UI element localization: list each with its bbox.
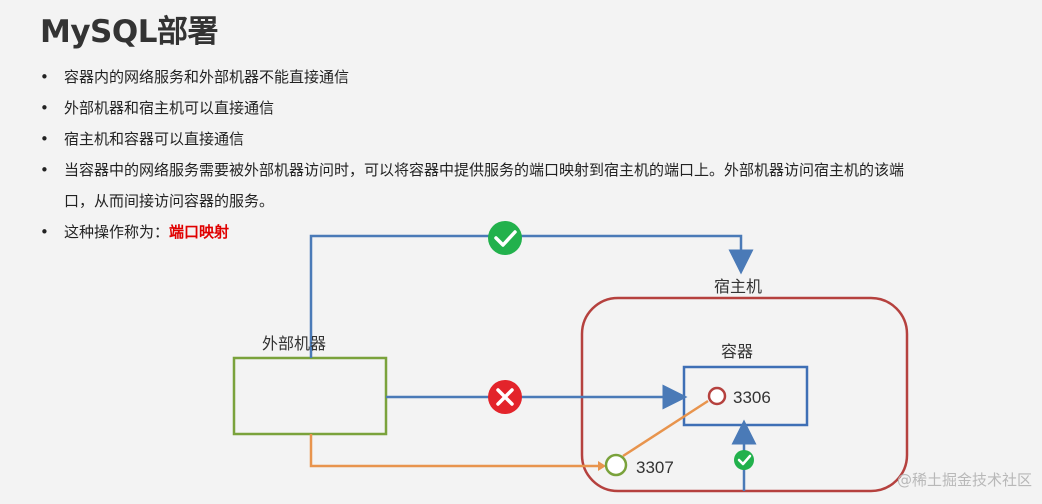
bullet-item: • 这种操作称为：端口映射 <box>38 217 918 248</box>
bullet-list: • 容器内的网络服务和外部机器不能直接通信 • 外部机器和宿主机可以直接通信 • 宿主… <box>38 62 918 248</box>
external-machine-box <box>232 356 388 436</box>
bullet-item: • 当容器中的网络服务需要被外部机器访问时，可以将容器中提供服务的端口映射到宿主机… <box>38 155 918 217</box>
container-port-label: 3306 <box>733 388 771 407</box>
bullet-dot: • <box>40 223 49 241</box>
external-machine-label: 外部机器 <box>262 334 327 353</box>
watermark: @稀土掘金技术社区 <box>896 471 1032 489</box>
bullet-text: 宿主机和容器可以直接通信 <box>64 130 245 148</box>
port-mapping-line <box>622 399 709 458</box>
bullet-text: 这种操作称为： <box>64 223 170 241</box>
host-port-label: 3307 <box>636 458 674 477</box>
external-to-host-port-line <box>309 434 598 468</box>
bullet-dot: • <box>40 161 49 179</box>
cross-icon <box>488 380 522 414</box>
container-label: 容器 <box>721 342 754 361</box>
bullet-dot: • <box>40 68 49 86</box>
container-port-circle <box>707 386 727 406</box>
bullet-dot: • <box>40 99 49 117</box>
external-to-host-line <box>309 234 754 358</box>
host-port-circle <box>604 453 628 477</box>
orange-arrowhead <box>598 461 606 471</box>
check-icon <box>734 450 754 470</box>
bullet-item: • 容器内的网络服务和外部机器不能直接通信 <box>38 62 918 93</box>
bullet-text: 当容器中的网络服务需要被外部机器访问时，可以将容器中提供服务的端口映射到宿主机的… <box>64 161 905 210</box>
check-icon <box>488 221 522 255</box>
bullet-dot: • <box>40 130 49 148</box>
page-title: MySQL部署 <box>40 14 219 50</box>
bullet-item: • 外部机器和宿主机可以直接通信 <box>38 93 918 124</box>
bullet-item: • 宿主机和容器可以直接通信 <box>38 124 918 155</box>
highlight-term: 端口映射 <box>169 223 230 241</box>
bullet-text: 容器内的网络服务和外部机器不能直接通信 <box>64 68 350 86</box>
host-label: 宿主机 <box>714 277 763 296</box>
bullet-text: 外部机器和宿主机可以直接通信 <box>64 99 275 117</box>
